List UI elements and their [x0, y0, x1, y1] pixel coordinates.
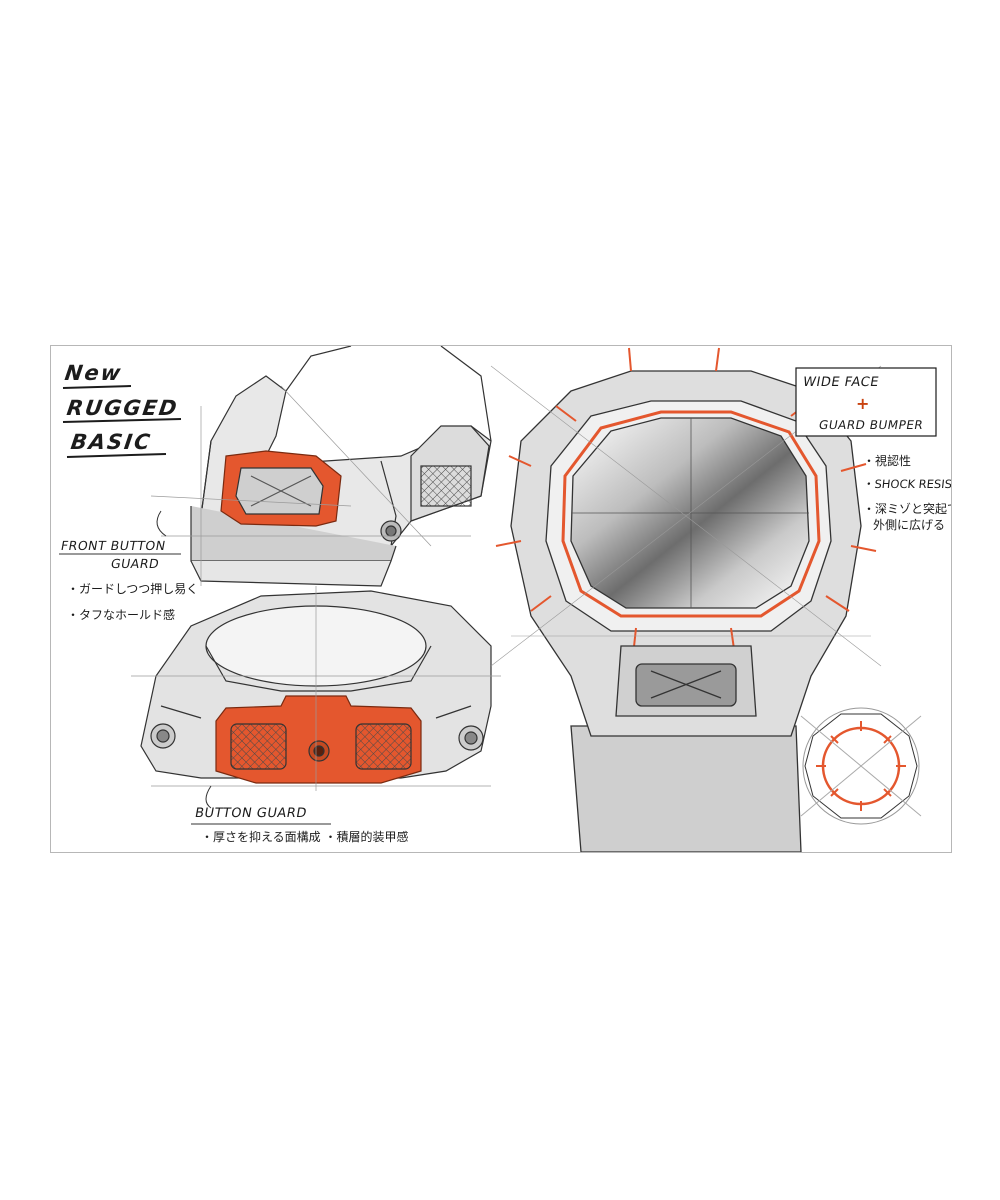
sketch-drawing	[59, 346, 937, 852]
front-button-guard-note-1: ・ガードしつつ押し易く	[67, 582, 199, 596]
front-button-guard-heading: FRONT BUTTON	[59, 538, 167, 553]
front-button-guard-heading-2: GUARD	[109, 556, 161, 571]
title-basic: BASIC	[69, 430, 154, 454]
wide-face-note-3: ・深ミゾと突起で	[863, 502, 952, 516]
top-view-sketch	[490, 347, 882, 852]
wide-face-note-1: ・視認性	[863, 454, 912, 468]
wide-face-heading: WIDE FACE	[801, 375, 881, 390]
button-guard-note: ・厚さを抑える面構成 ・積層的装甲感	[201, 830, 409, 844]
title-rugged: RUGGED	[65, 396, 181, 420]
wide-face-note-2: ・SHOCK RESIST	[862, 477, 952, 491]
button-guard-heading: BUTTON GUARD	[193, 806, 309, 821]
title-new: New	[63, 361, 124, 385]
wide-face-note-3-line-2: 外側に広げる	[873, 518, 946, 532]
button-guard-pointer	[205, 785, 212, 809]
front-view-sketch	[131, 586, 501, 791]
front-guard-pointer	[156, 510, 167, 537]
wide-face-box	[795, 367, 937, 437]
ring-sketch	[800, 707, 922, 825]
guard-bumper-heading: GUARD BUMPER	[817, 418, 925, 432]
front-button-guard-note-2: ・タフなホールド感	[67, 608, 176, 622]
wide-face-plus: +	[856, 394, 870, 413]
title-underlines	[62, 385, 182, 458]
sketch-sheet: New RUGGED BASIC FRONT BUTTON GUARD ・ガード…	[50, 345, 952, 853]
side-view-sketch	[150, 346, 492, 587]
